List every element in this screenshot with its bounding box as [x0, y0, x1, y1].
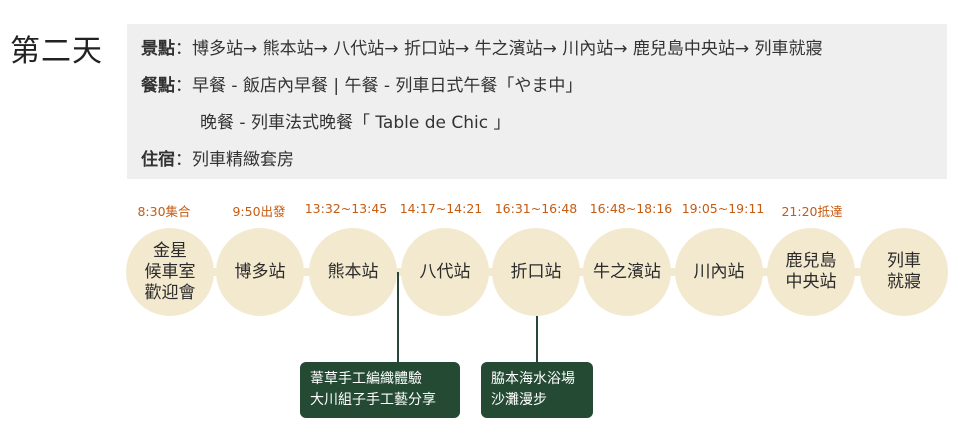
stop-time: 13:32~13:45: [304, 201, 388, 216]
stop-time: 19:05~19:11: [681, 201, 765, 216]
stop-circle-hakata: 博多站: [216, 228, 304, 316]
stop-time: 8:30集合: [137, 204, 191, 219]
route-label: 景點: [141, 39, 175, 59]
stay-label: 住宿: [141, 150, 175, 170]
meals-row: 餐點：早餐 - 飯店內早餐 | 午餐 - 列車日式午餐「やま中」: [141, 73, 947, 110]
activity-box-kumamoto: 葦草手工編織體驗 大川組子手工藝分享: [300, 362, 460, 418]
route-row: 景點：博多站→ 熊本站→ 八代站→ 折口站→ 牛之濱站→ 川內站→ 鹿兒島中央站…: [141, 36, 947, 73]
activity-box-origuchi: 脇本海水浴場 沙灘漫步: [481, 362, 593, 418]
stop-time: 16:48~18:16: [589, 201, 673, 216]
stay-row: 住宿：列車精緻套房: [141, 147, 947, 184]
stop-circle-origuchi: 折口站: [492, 228, 580, 316]
itinerary-info-panel: 景點：博多站→ 熊本站→ 八代站→ 折口站→ 牛之濱站→ 川內站→ 鹿兒島中央站…: [127, 24, 947, 179]
stop-time: 16:31~16:48: [494, 201, 578, 216]
stop-time: 9:50出發: [232, 204, 286, 219]
meals-line2: 晚餐 - 列車法式晚餐「 Table de Chic 」: [200, 113, 511, 133]
stop-time: 21:20抵達: [781, 204, 843, 219]
meals-colon: ：: [175, 76, 192, 96]
meals-row-2: 晚餐 - 列車法式晚餐「 Table de Chic 」: [141, 110, 947, 147]
stop-time: 14:17~14:21: [399, 201, 483, 216]
stop-circle-ushinohama: 牛之濱站: [583, 228, 671, 316]
stop-circle-kagoshima-chuo: 鹿兒島 中央站: [767, 228, 855, 316]
route-colon: ：: [175, 39, 192, 59]
connector-line-origuchi: [536, 316, 538, 364]
stop-circle-welcome: 金星 候車室 歡迎會: [126, 228, 214, 316]
stay-text: 列車精緻套房: [192, 150, 294, 170]
route-text: 博多站→ 熊本站→ 八代站→ 折口站→ 牛之濱站→ 川內站→ 鹿兒島中央站→ 列…: [192, 39, 823, 59]
stop-circle-yatsushiro: 八代站: [401, 228, 489, 316]
stop-circle-sendai: 川內站: [675, 228, 763, 316]
stay-colon: ：: [175, 150, 192, 170]
connector-line-kumamoto: [397, 272, 399, 364]
meals-line1: 早餐 - 飯店內早餐 | 午餐 - 列車日式午餐「やま中」: [192, 76, 583, 96]
stop-circle-kumamoto: 熊本站: [309, 228, 397, 316]
meals-label: 餐點: [141, 76, 175, 96]
stop-circle-sleep: 列車 就寢: [860, 228, 948, 316]
day-title: 第二天: [10, 34, 103, 69]
